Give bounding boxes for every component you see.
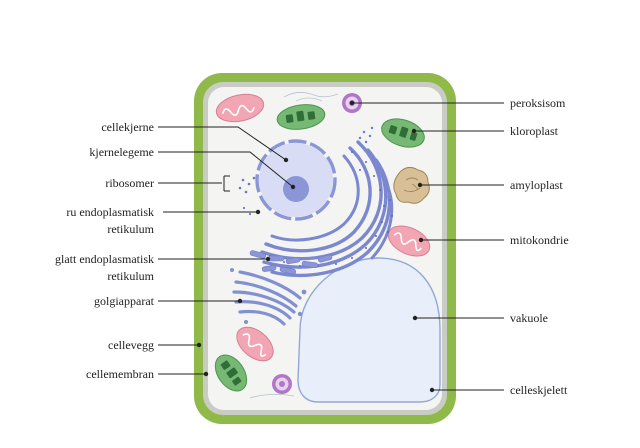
amyloplast-shape — [393, 166, 430, 204]
chloroplast-top — [276, 104, 326, 130]
label-glatt-er-line1: glatt endoplasmatisk — [55, 252, 154, 266]
label-mitokondrie: mitokondrie — [510, 233, 569, 247]
mitochondrion-lower-left — [236, 326, 274, 362]
label-cellevegg: cellevegg — [108, 338, 154, 352]
label-cellekjerne: cellekjerne — [101, 120, 154, 134]
nucleolus-shape — [283, 176, 309, 202]
chloroplast-right — [381, 118, 425, 148]
golgi-vesicles — [230, 268, 307, 324]
label-ribosomer: ribosomer — [105, 176, 154, 190]
free-ribosomes — [238, 126, 374, 216]
mitochondrion-right — [387, 225, 431, 257]
label-peroksisom: peroksisom — [510, 96, 566, 110]
label-cellemembran: cellemembran — [86, 367, 154, 381]
label-ru-er-line1: ru endoplasmatisk — [66, 205, 154, 219]
leader-lines-right — [349, 100, 504, 393]
label-kloroplast: kloroplast — [510, 124, 559, 138]
smooth-er — [249, 250, 333, 275]
label-kjernelegeme: kjernelegeme — [89, 145, 154, 159]
mitochondrion-top-left — [215, 93, 265, 123]
leader-lines-left — [158, 126, 296, 377]
label-ru-er-line2: retikulum — [107, 222, 154, 236]
nuclear-envelope — [255, 139, 337, 221]
peroxisome-bottom — [272, 374, 292, 394]
label-vakuole: vakuole — [510, 311, 548, 325]
chloroplast-bottom-left — [214, 354, 248, 392]
label-golgiapparat: golgiapparat — [94, 294, 155, 308]
label-celleskjelett: celleskjelett — [510, 383, 568, 397]
label-glatt-er-line2: retikulum — [107, 269, 154, 283]
label-amyloplast: amyloplast — [510, 178, 563, 192]
